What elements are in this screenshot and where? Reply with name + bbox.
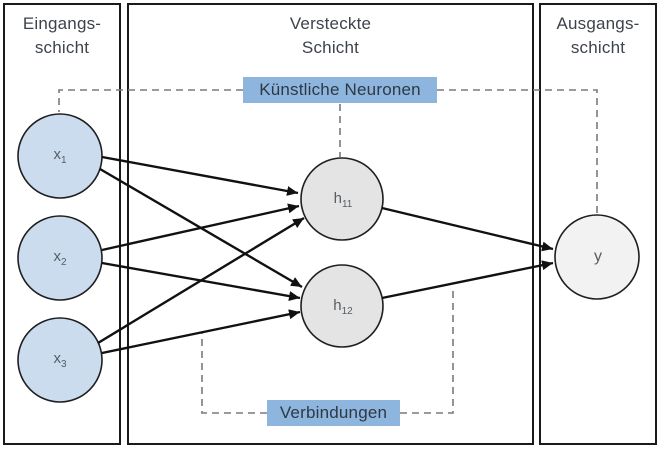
node-h12-sub: 12 (341, 306, 353, 317)
node-y-base: y (594, 247, 602, 265)
node-y-label: y (594, 248, 602, 268)
output-layer-title-line2: schicht (570, 38, 626, 57)
node-h12-base: h (333, 297, 342, 314)
hidden-layer-title: Versteckte Schicht (129, 12, 532, 60)
node-x2-base: x (53, 248, 61, 265)
hidden-layer-title-line2: Schicht (301, 38, 360, 57)
callout-kuenstliche-neuronen: Künstliche Neuronen (243, 77, 437, 103)
output-layer-title-line1: Ausgangs- (556, 14, 640, 33)
input-layer-title-line1: Eingangs- (22, 14, 102, 33)
node-h11-label: h11 (334, 190, 353, 210)
input-layer-title: Eingangs- schicht (5, 12, 119, 60)
node-h12-label: h12 (333, 297, 352, 317)
panel-hidden-layer: Versteckte Schicht (127, 3, 534, 445)
node-h11-base: h (333, 190, 342, 207)
node-x2-label: x2 (53, 248, 66, 268)
node-x1-base: x (53, 146, 61, 163)
input-layer-title-line2: schicht (34, 38, 90, 57)
node-x3-base: x (53, 350, 61, 367)
node-x2-sub: 2 (60, 257, 67, 268)
node-x1-sub: 1 (60, 155, 67, 166)
panel-output-layer: Ausgangs- schicht (539, 3, 657, 445)
node-h11-sub: 11 (341, 199, 353, 210)
node-x1-label: x1 (53, 146, 66, 166)
hidden-layer-title-line1: Versteckte (289, 14, 372, 33)
panel-input-layer: Eingangs- schicht (3, 3, 121, 445)
node-x3-sub: 3 (60, 359, 67, 370)
output-layer-title: Ausgangs- schicht (541, 12, 655, 60)
node-x3-label: x3 (53, 350, 66, 370)
callout-verbindungen: Verbindungen (267, 400, 400, 426)
